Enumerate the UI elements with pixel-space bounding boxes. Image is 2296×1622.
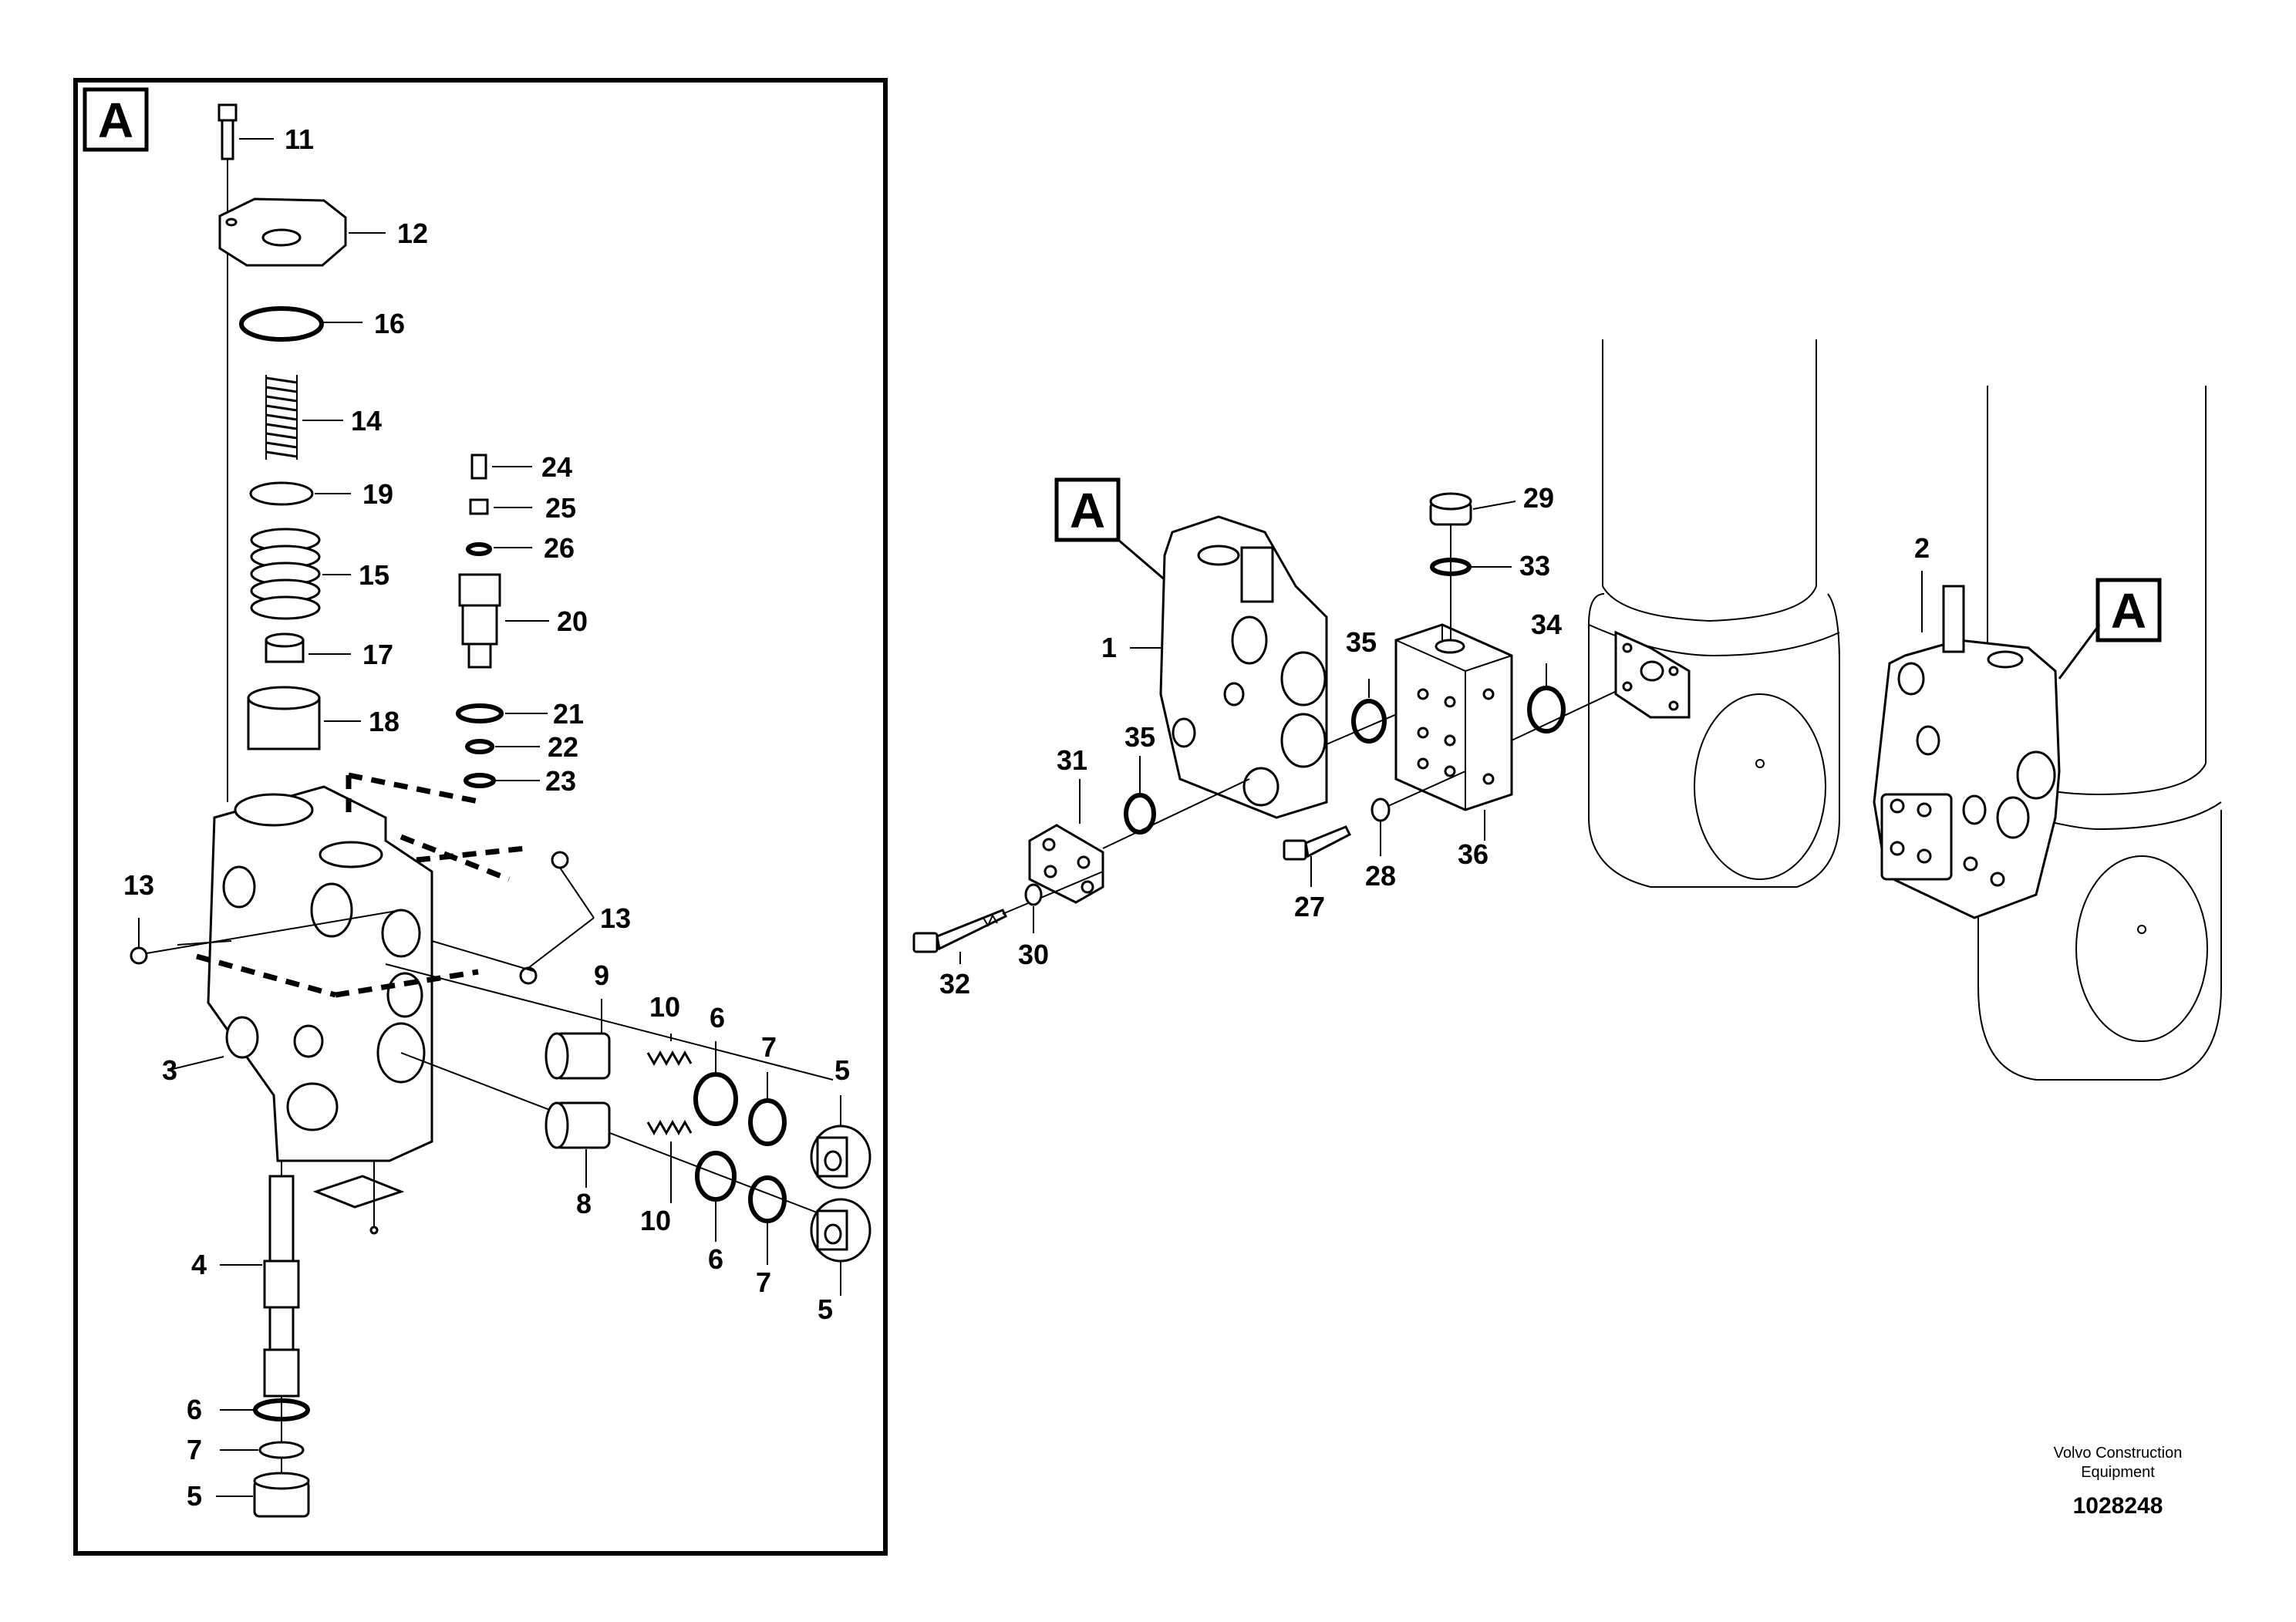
valve-block-2 — [1873, 571, 2061, 919]
drawing-number: 1028248 — [2073, 1493, 2163, 1519]
credit-line-2: Equipment — [2081, 1464, 2155, 1481]
callout-6-lower: 6 — [187, 1394, 202, 1425]
o-ring-16 — [239, 306, 324, 342]
upper-relief-parts — [385, 963, 872, 1189]
washer-28 — [1371, 798, 1391, 822]
callout-25: 25 — [545, 492, 576, 524]
bolt-32 — [912, 871, 1104, 964]
callout-10-upper: 10 — [649, 991, 680, 1023]
callout-26: 26 — [544, 532, 575, 564]
callout-33: 33 — [1519, 550, 1550, 582]
callout-13-left: 13 — [123, 869, 154, 901]
spring-15 — [250, 528, 351, 620]
credit-line-1: Volvo Construction — [2054, 1445, 2183, 1462]
callout-28: 28 — [1365, 860, 1396, 892]
valve-block-1 — [1130, 515, 1328, 819]
callout-30: 30 — [1018, 939, 1049, 970]
detail-tag-left: A — [1070, 483, 1105, 538]
detail-tag-box-left — [1054, 477, 1121, 542]
callout-29: 29 — [1523, 482, 1554, 514]
callout-11: 11 — [285, 123, 314, 155]
callout-5-middle: 5 — [818, 1293, 833, 1325]
cover-12 — [218, 197, 386, 267]
o-ring-33 — [1430, 558, 1472, 576]
callout-6-middle: 6 — [708, 1243, 723, 1275]
callout-35-lower: 35 — [1124, 721, 1155, 753]
callout-14: 14 — [351, 405, 382, 437]
flange-plate-31 — [1028, 779, 1104, 904]
detail-tag-right: A — [2111, 583, 2146, 639]
callout-35-upper: 35 — [1346, 626, 1377, 658]
detail-tag-main: A — [98, 93, 133, 148]
sleeve-18 — [247, 686, 361, 750]
detail-tag-box-right — [2095, 578, 2162, 642]
callout-8: 8 — [576, 1188, 592, 1219]
washer-19 — [249, 481, 314, 506]
detail-tag-box-main — [83, 87, 149, 152]
callout-5-upper: 5 — [834, 1054, 850, 1086]
o-ring-35-upper — [1351, 699, 1387, 744]
bolt-27 — [1283, 825, 1352, 887]
hydraulic-cylinder-left — [1588, 339, 1840, 888]
callout-18: 18 — [369, 706, 400, 737]
washer-30 — [1024, 883, 1043, 906]
lower-relief-parts — [400, 1052, 872, 1296]
spring-14 — [265, 375, 343, 460]
callout-7-lower: 7 — [187, 1434, 202, 1465]
callout-12: 12 — [397, 218, 428, 249]
callout-13-right: 13 — [600, 902, 631, 934]
callout-19: 19 — [362, 478, 393, 510]
callout-7-upper: 7 — [761, 1031, 777, 1063]
callout-34: 34 — [1531, 609, 1562, 640]
callout-10-lower: 10 — [640, 1205, 671, 1236]
callout-32: 32 — [939, 968, 970, 1000]
valve-body-section — [207, 785, 433, 1162]
callout-15: 15 — [359, 559, 389, 591]
label-plate — [312, 1161, 405, 1235]
o-ring-35-lower — [1124, 793, 1156, 835]
screw-11 — [217, 103, 274, 802]
callout-16: 16 — [374, 308, 405, 339]
callout-24: 24 — [541, 451, 572, 483]
ring-7-lower — [258, 1441, 305, 1459]
plug-5-lower — [216, 1472, 310, 1518]
callout-2: 2 — [1914, 532, 1930, 564]
callout-3: 3 — [162, 1054, 177, 1086]
callout-22: 22 — [548, 731, 578, 763]
callout-21: 21 — [553, 698, 584, 730]
callout-27: 27 — [1294, 891, 1325, 922]
callout-1: 1 — [1101, 632, 1117, 663]
callout-23: 23 — [545, 765, 576, 797]
callout-6-upper: 6 — [710, 1002, 725, 1034]
adapter-block-36 — [1394, 623, 1513, 841]
o-ring-34 — [1527, 686, 1566, 733]
callout-31: 31 — [1057, 744, 1087, 776]
callout-7-middle: 7 — [756, 1266, 771, 1298]
screws-13 — [130, 851, 595, 985]
callout-17: 17 — [362, 639, 393, 670]
pressure-switch-assembly — [456, 454, 549, 788]
plug-29 — [1429, 492, 1516, 640]
seat-17 — [265, 632, 351, 663]
detail-frame — [73, 78, 888, 1556]
callout-36: 36 — [1458, 838, 1489, 870]
callout-5-lower: 5 — [187, 1480, 202, 1512]
callout-20: 20 — [557, 605, 588, 637]
dashed-boundary — [196, 772, 525, 998]
callout-labels: 11 12 16 14 19 15 17 18 24 25 26 20 21 2… — [123, 123, 1930, 1512]
o-ring-6-lower — [253, 1398, 310, 1421]
spool-4 — [220, 1161, 300, 1473]
callout-4: 4 — [191, 1249, 207, 1280]
callout-9: 9 — [594, 959, 609, 991]
